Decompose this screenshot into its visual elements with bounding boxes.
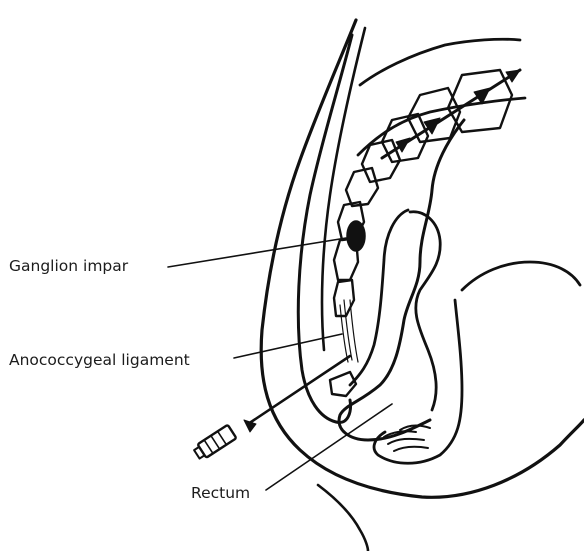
gluteal-curve (462, 262, 580, 290)
sacral-inner-line (322, 28, 365, 350)
label-rectum: Rectum (191, 486, 250, 502)
label-anococcygeal-ligament: Anococcygeal ligament (9, 353, 190, 369)
gluteal-cleft (318, 485, 368, 551)
vertebrae-chain (334, 70, 512, 316)
rectum-outer (339, 120, 464, 440)
leader-ganglion (168, 238, 346, 267)
upper-needle (382, 70, 520, 158)
rectum-lumen (410, 212, 440, 410)
label-ganglion-impar: Ganglion impar (9, 259, 128, 275)
syringe-needle (192, 356, 350, 461)
upper-skin-line (360, 39, 520, 85)
ganglion-impar-mass (347, 221, 365, 251)
leader-anococcygeal (234, 334, 342, 358)
